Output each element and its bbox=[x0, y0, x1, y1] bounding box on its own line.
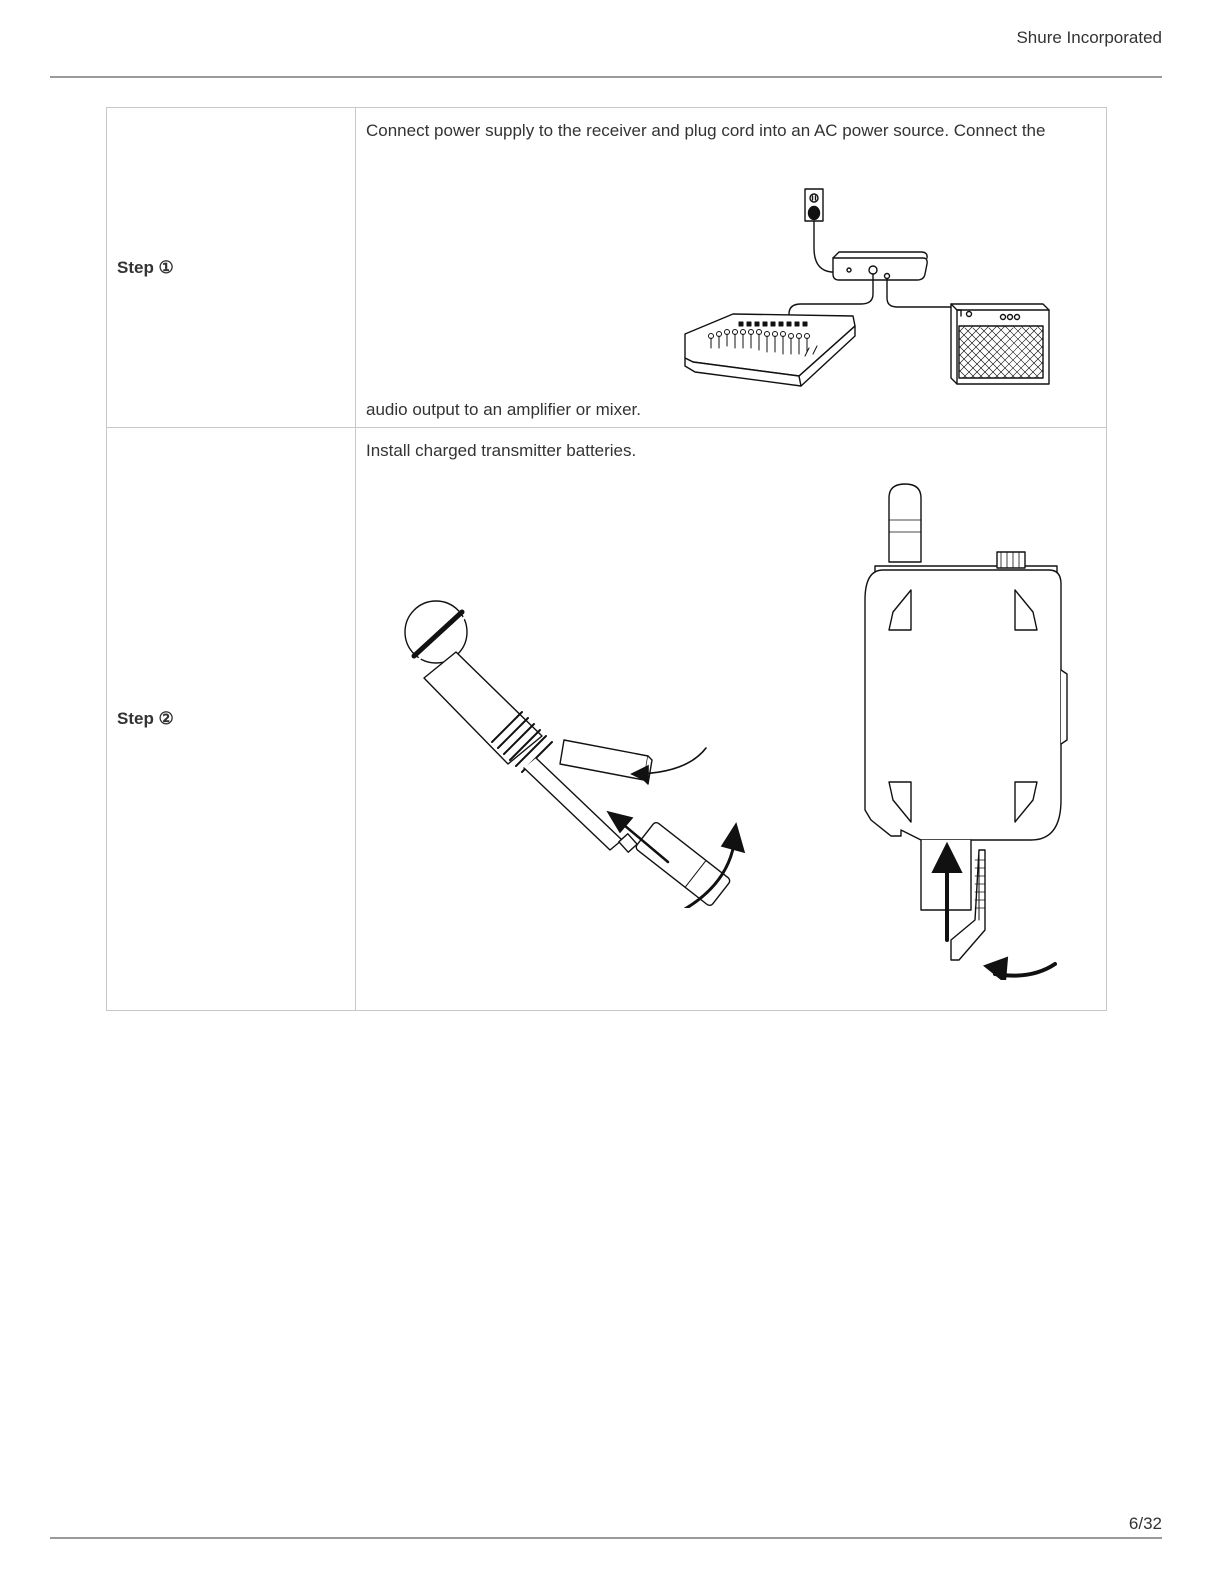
steps-table: Step ① Connect power supply to the recei… bbox=[106, 107, 1107, 1011]
page-number: 6/32 bbox=[1129, 1514, 1162, 1534]
step-row-2: Step ② Install charged transmitter batte… bbox=[107, 428, 1107, 1011]
step-2-instruction: Install charged transmitter batteries. bbox=[366, 441, 636, 461]
step-1-instruction-line-1: Connect power supply to the receiver and… bbox=[366, 121, 1045, 141]
step-1-label: Step ① bbox=[107, 108, 356, 428]
wall-outlet-icon bbox=[805, 189, 823, 221]
amplifier-icon bbox=[951, 304, 1049, 384]
step-1-content: Connect power supply to the receiver and… bbox=[356, 108, 1107, 428]
receiver-connection-illustration bbox=[681, 186, 1061, 391]
step-2-content: Install charged transmitter batteries. bbox=[356, 428, 1107, 1011]
bodypack-transmitter-battery-illustration bbox=[861, 480, 1081, 980]
handheld-microphone-battery-illustration bbox=[396, 588, 796, 908]
header-divider bbox=[50, 76, 1162, 78]
step-row-1: Step ① Connect power supply to the recei… bbox=[107, 108, 1107, 428]
step-2-label: Step ② bbox=[107, 428, 356, 1011]
receiver-icon bbox=[833, 252, 927, 280]
step-1-instruction-line-2: audio output to an amplifier or mixer. bbox=[366, 400, 641, 420]
footer-divider bbox=[50, 1537, 1162, 1539]
mixer-icon bbox=[685, 314, 855, 386]
header-company-name: Shure Incorporated bbox=[1016, 28, 1162, 48]
